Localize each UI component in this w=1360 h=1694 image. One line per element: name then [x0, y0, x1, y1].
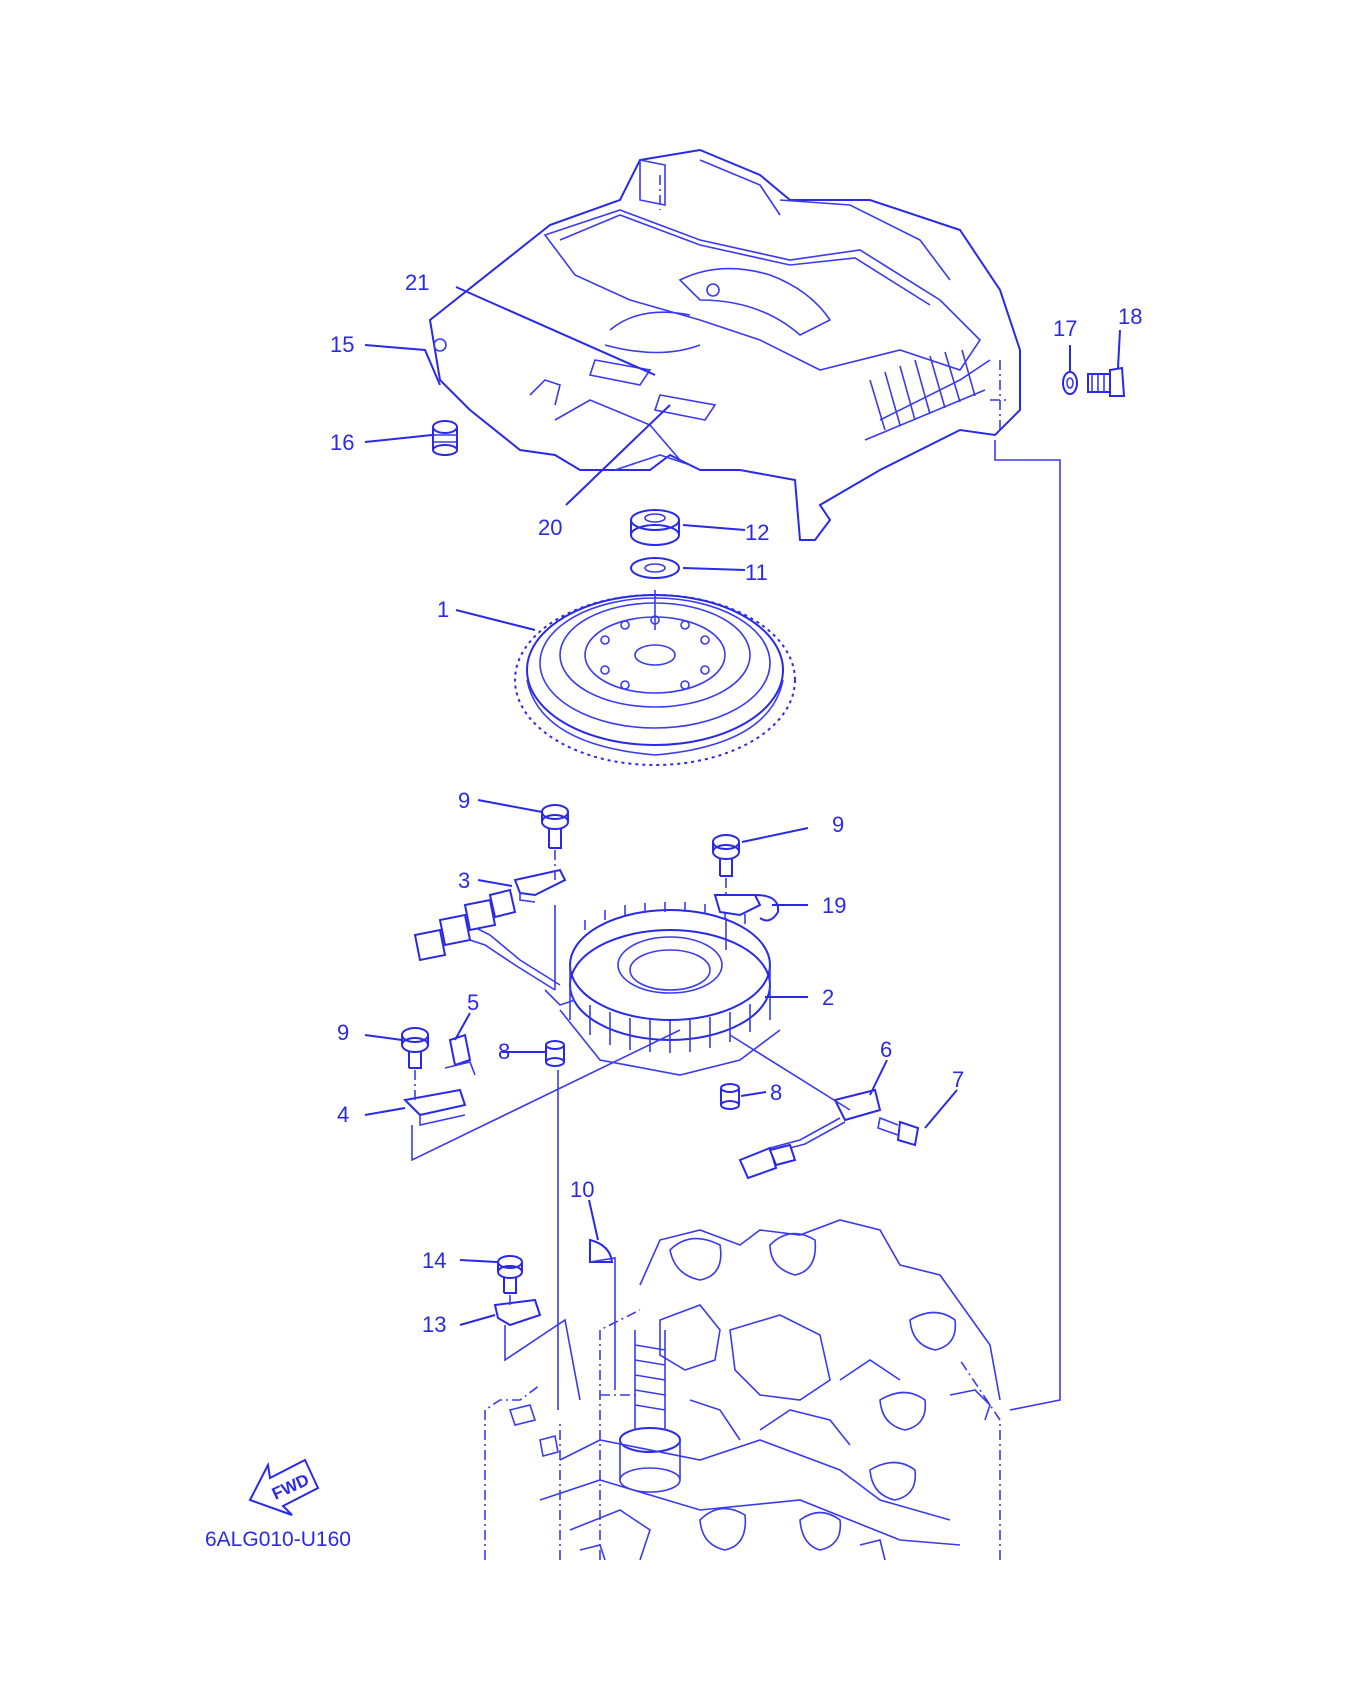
bolt-9-upper-right [712, 834, 740, 877]
callout-13: 13 [422, 1312, 446, 1337]
callout-10: 10 [570, 1177, 594, 1202]
washer-17 [1062, 371, 1078, 395]
nut-12 [630, 509, 680, 546]
callout-6: 6 [880, 1037, 892, 1062]
callout-7: 7 [952, 1067, 964, 1092]
key-10 [589, 1238, 614, 1263]
dowel-8-upper [545, 1040, 565, 1067]
callout-16: 16 [330, 430, 354, 455]
bolt-14 [497, 1255, 523, 1294]
clamp-3 [513, 868, 567, 903]
pulser-coil-6 [738, 1088, 882, 1180]
callout-20: 20 [538, 515, 562, 540]
screw-7 [877, 1116, 920, 1147]
callout-labels: 21 15 16 20 17 18 12 11 1 9 9 3 19 2 5 9… [330, 270, 1142, 1337]
bolt-9-upper-left [541, 804, 569, 849]
clamp-13 [493, 1298, 542, 1327]
leader-lines [364, 286, 1121, 1326]
clamp-19 [713, 894, 780, 922]
callout-14: 14 [422, 1248, 446, 1273]
assembly-lines [411, 440, 1061, 1411]
flywheel [514, 594, 796, 766]
callout-4: 4 [337, 1102, 349, 1127]
flywheel-cover [428, 148, 1021, 541]
callout-11: 11 [745, 560, 768, 585]
callout-5: 5 [467, 990, 479, 1015]
washer-11 [630, 557, 680, 579]
callout-8-lower: 8 [770, 1080, 782, 1105]
bolt-18 [1087, 366, 1126, 397]
callout-3: 3 [458, 868, 470, 893]
callout-9-lower-left: 9 [337, 1020, 349, 1045]
callout-21: 21 [405, 270, 429, 295]
callout-8-upper: 8 [498, 1039, 510, 1064]
engine-block [484, 1219, 1001, 1561]
clamp-5 [444, 1033, 476, 1076]
stator-assembly [413, 888, 781, 1076]
callout-18: 18 [1118, 304, 1142, 329]
dowel-8-lower [720, 1083, 740, 1110]
grommet-16 [432, 420, 458, 456]
forward-direction-badge: FWD [248, 1458, 320, 1516]
callout-1: 1 [437, 597, 449, 622]
callout-12: 12 [745, 520, 769, 545]
callout-19: 19 [822, 893, 846, 918]
callout-9-upper-right: 9 [832, 812, 844, 837]
clamp-4 [402, 1088, 467, 1126]
diagram-part-code: 6ALG010-U160 [205, 1528, 351, 1551]
callout-17: 17 [1053, 316, 1077, 341]
callout-15: 15 [330, 332, 354, 357]
bolt-9-lower-left [401, 1027, 429, 1069]
callout-2: 2 [822, 985, 834, 1010]
callout-9-upper-left: 9 [458, 788, 470, 813]
